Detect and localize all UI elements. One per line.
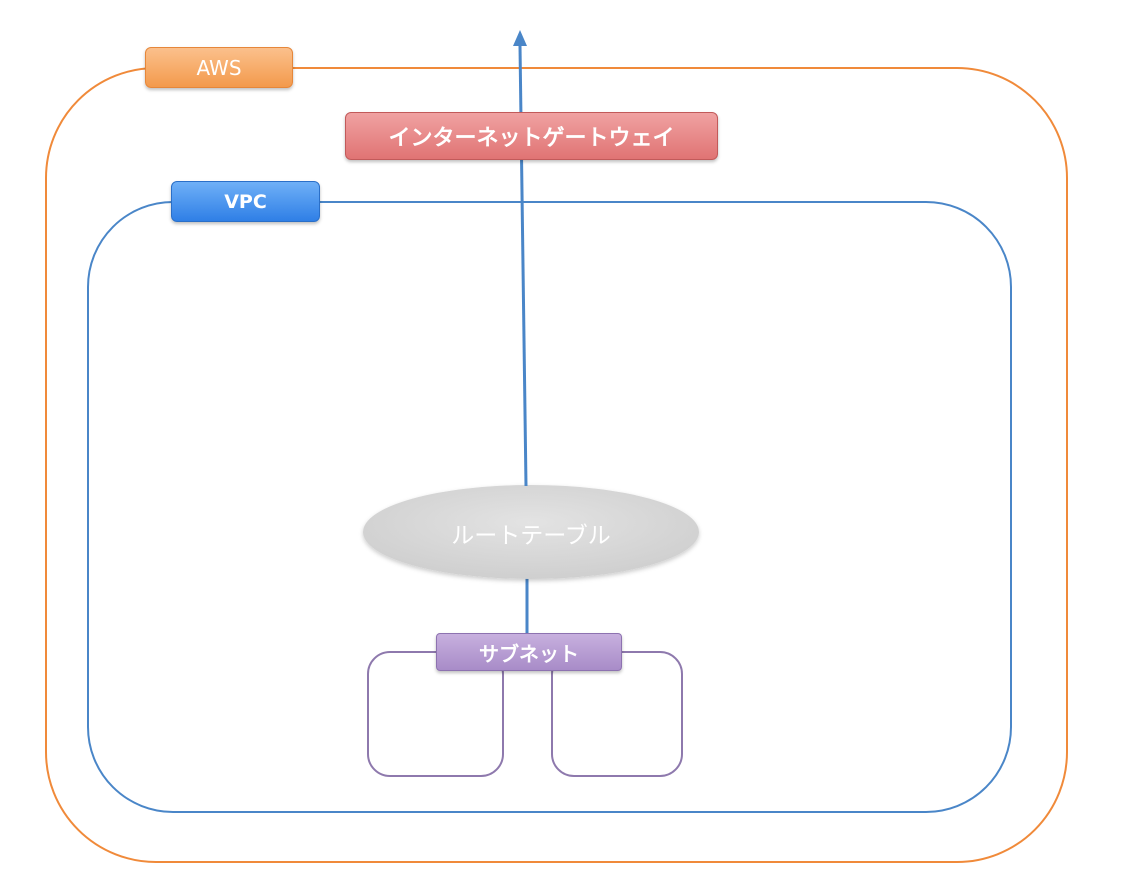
aws-boundary xyxy=(45,67,1068,863)
vpc-boundary xyxy=(87,201,1012,813)
aws-label: AWS xyxy=(145,47,293,88)
subnet-label: サブネット xyxy=(436,633,622,671)
vpc-label: VPC xyxy=(171,181,320,222)
subnet-box-left xyxy=(367,651,504,777)
route-table-label: ルートテーブル xyxy=(451,523,611,549)
route-table-node xyxy=(363,485,699,579)
internet-arrow-head xyxy=(513,30,527,46)
internet-gateway-label: インターネットゲートウェイ xyxy=(345,112,718,160)
